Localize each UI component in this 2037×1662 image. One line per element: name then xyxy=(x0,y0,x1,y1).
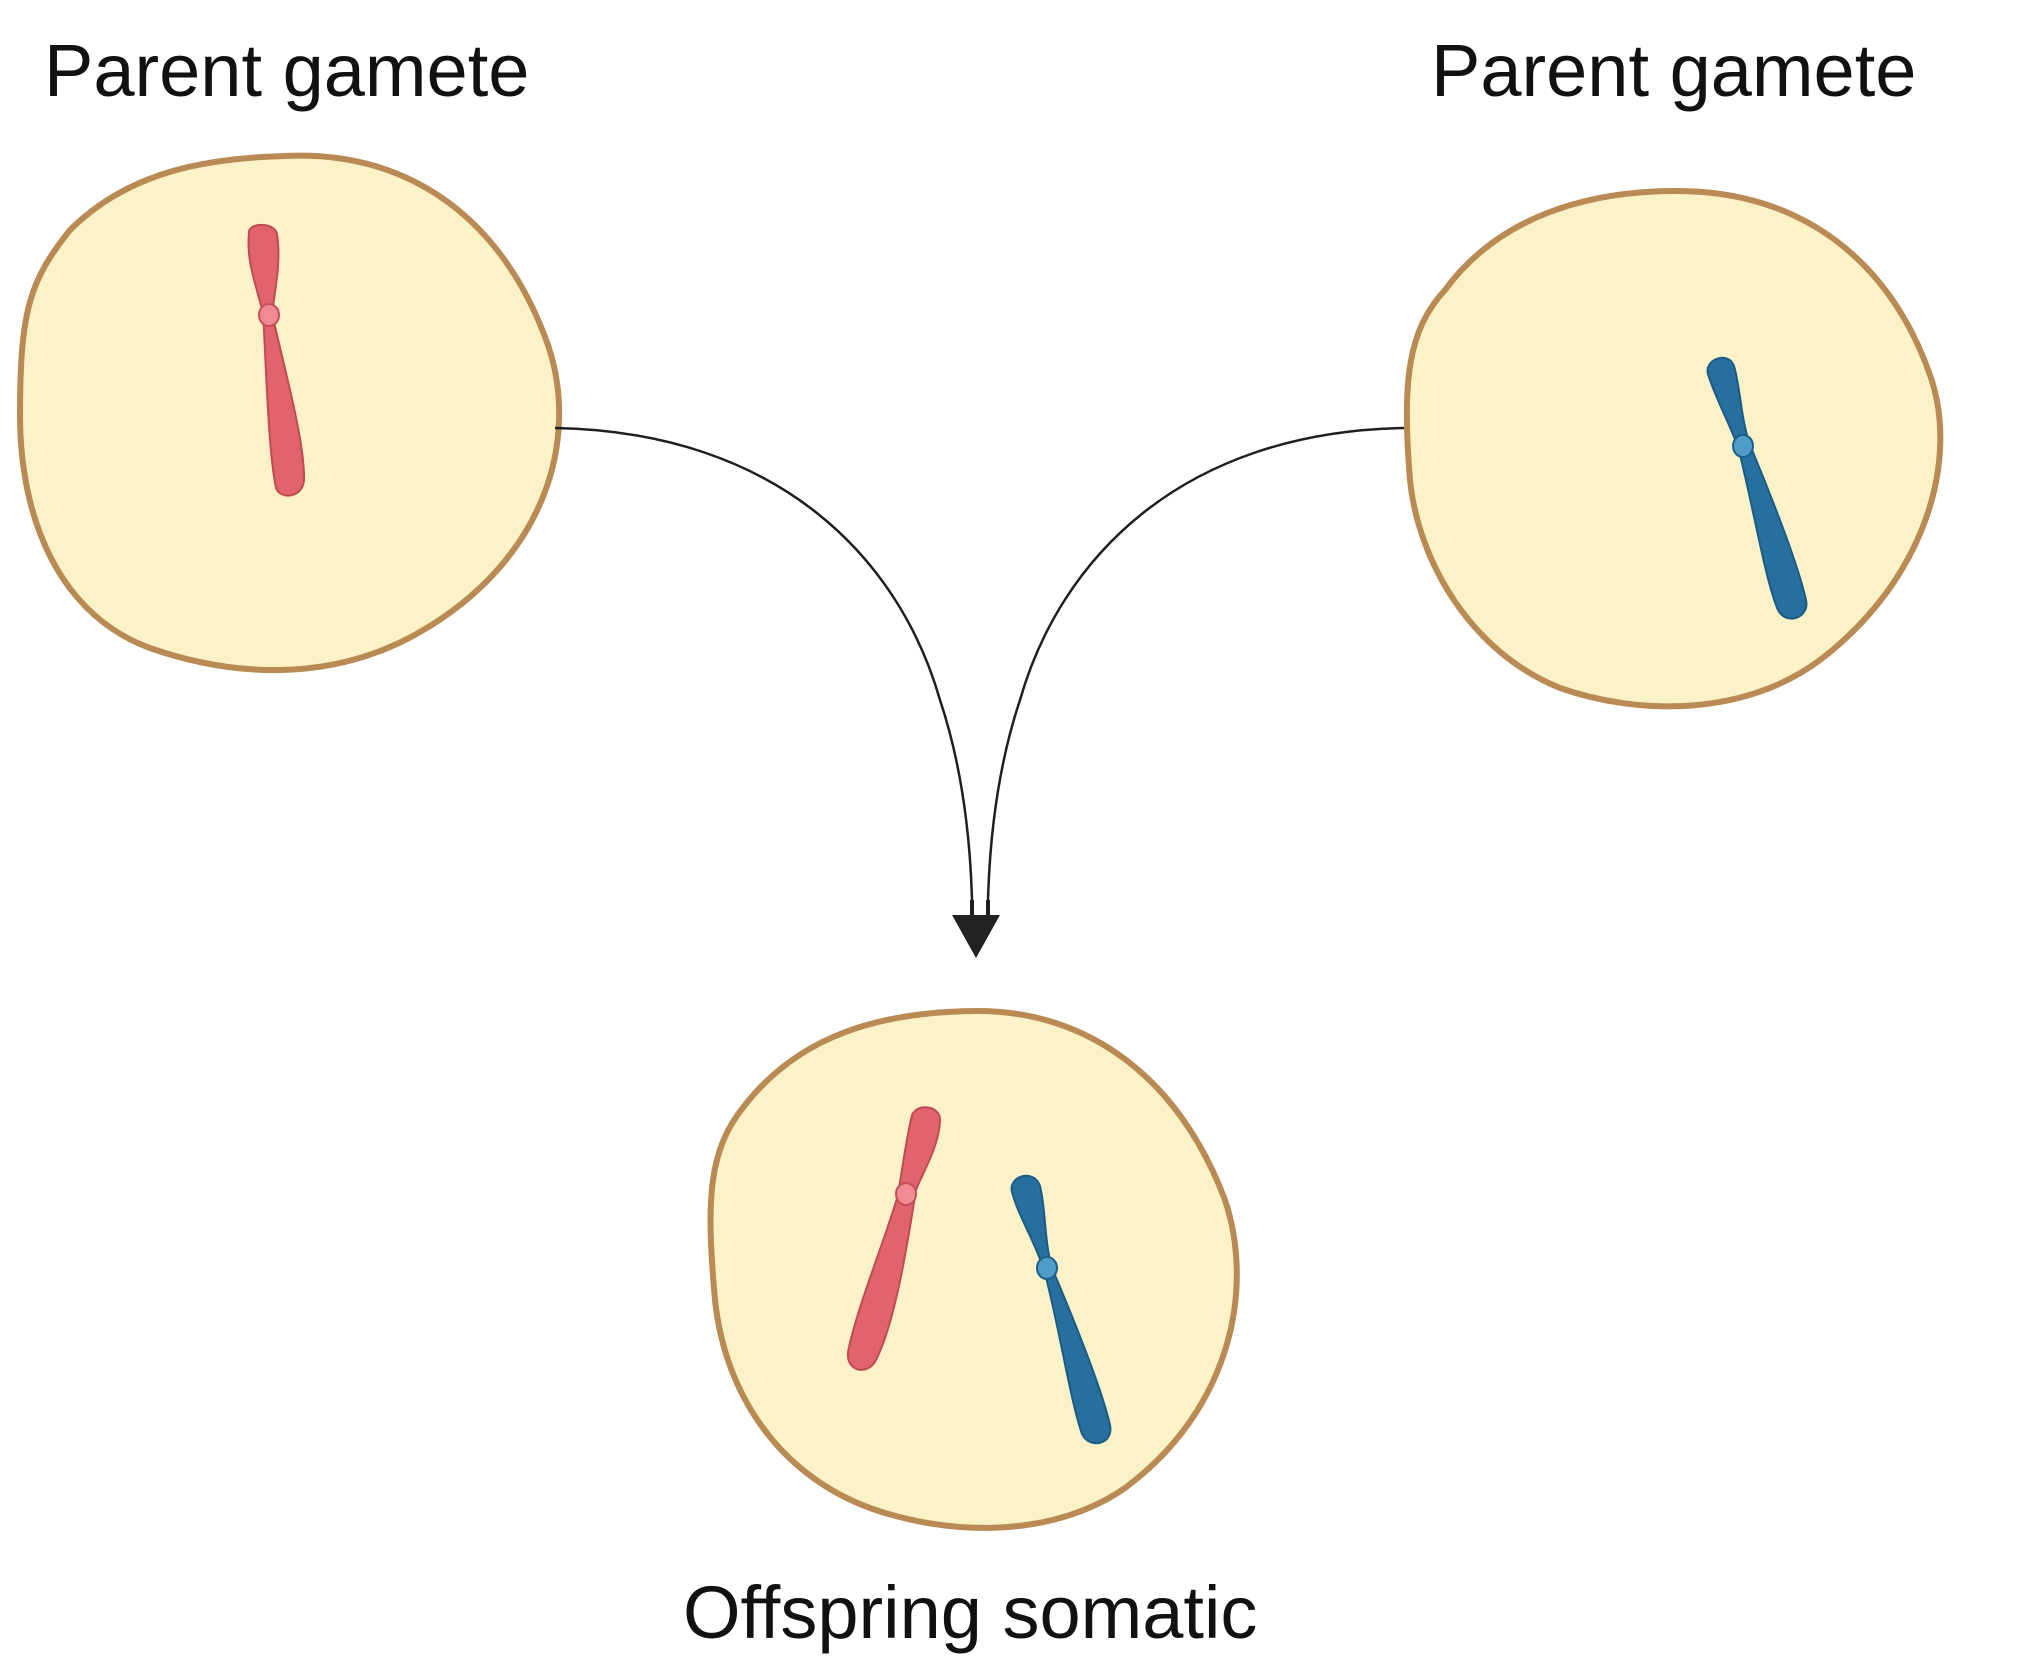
right-parent-gamete-label: Parent gamete xyxy=(1431,29,1916,112)
arrow-head-icon xyxy=(952,915,1000,958)
left-parent-gamete-cell xyxy=(16,152,563,673)
paternal-chromosome xyxy=(1706,356,1808,620)
offspring-somatic-cell xyxy=(707,1007,1240,1531)
maternal-chromosome xyxy=(247,223,306,497)
right-to-offspring-arrow xyxy=(986,426,1405,901)
right-parent-gamete-cell xyxy=(1403,187,1944,710)
merged-arrow-shaft xyxy=(970,900,990,915)
left-parent-gamete-label: Parent gamete xyxy=(44,29,529,112)
offspring-cell-membrane xyxy=(707,1007,1240,1531)
left-to-offspring-arrow xyxy=(554,426,974,901)
offspring-maternal-chromosome xyxy=(846,1106,942,1371)
fertilization-arrows xyxy=(554,426,1405,958)
offspring-paternal-chromosome xyxy=(1010,1174,1112,1445)
offspring-somatic-label: Offspring somatic xyxy=(683,1571,1257,1654)
right-cell-membrane xyxy=(1403,187,1944,710)
